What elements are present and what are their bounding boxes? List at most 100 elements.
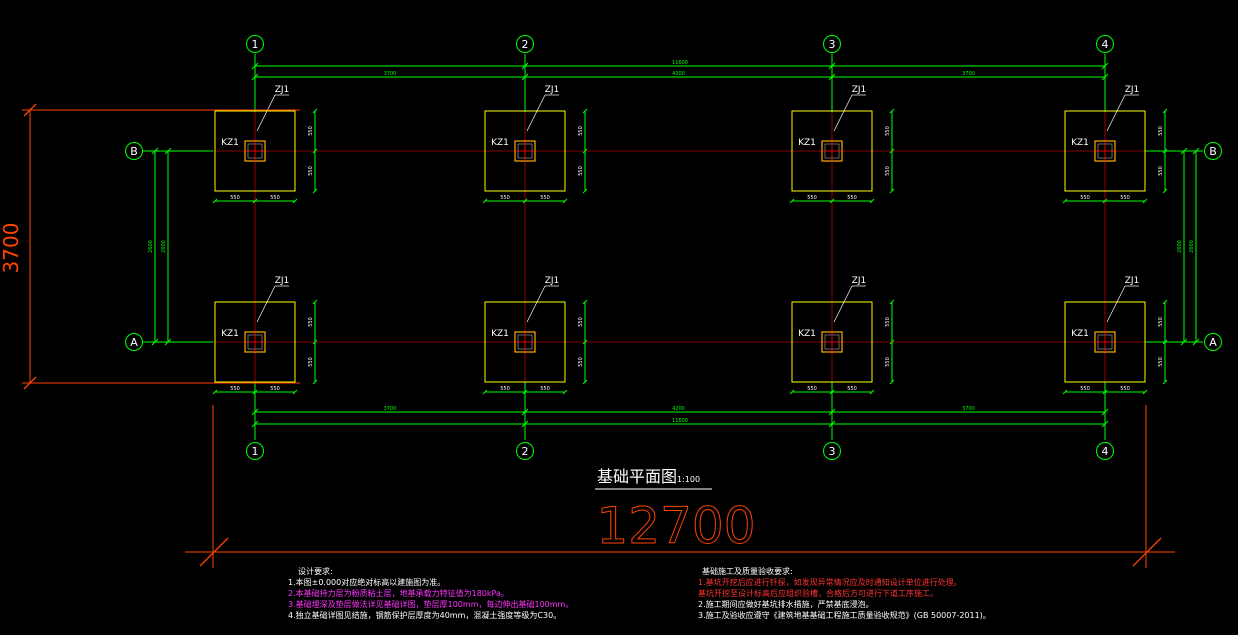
dimension-text-span: 3700 — [962, 406, 975, 412]
dimension-tick — [292, 198, 298, 204]
overall-tick — [23, 103, 37, 117]
dimension-tick — [1162, 188, 1168, 194]
footing-dimension-text: 550 — [1080, 195, 1090, 201]
footing-dimension-text: 550 — [885, 126, 891, 136]
dimension-text-span: 3700 — [384, 71, 397, 77]
column-label: KZ1 — [798, 329, 816, 339]
dimension-tick — [251, 408, 259, 416]
dimension-tick — [828, 73, 836, 81]
label-leader — [833, 94, 853, 132]
dimension-tick — [312, 299, 318, 305]
dimension-tick — [521, 73, 529, 81]
axis-bubble-label: B — [130, 145, 138, 158]
axis-bubble: 3 — [823, 442, 841, 460]
column-label: KZ1 — [221, 138, 239, 148]
notes-left-line: 2.本基础持力层为粉质粘土层，地基承载力特征值为180kPa。 — [288, 589, 509, 598]
footing-dimension-text: 550 — [807, 386, 817, 392]
column-label: KZ1 — [491, 138, 509, 148]
label-leader — [256, 94, 276, 132]
footing-dimension-text: 550 — [578, 166, 584, 176]
dimension-tick — [1062, 389, 1068, 395]
dimension-tick — [212, 389, 218, 395]
overall-tick — [199, 537, 229, 567]
dimension-tick — [889, 148, 895, 154]
dimension-tick — [1142, 198, 1148, 204]
dimension-tick — [1162, 299, 1168, 305]
dimension-tick — [869, 389, 875, 395]
dimension-tick — [828, 408, 836, 416]
axis-bubble-circle — [246, 442, 264, 460]
footing-dimension-text: 550 — [270, 386, 280, 392]
axis-bubble-label: 3 — [829, 445, 836, 458]
dimension-tick — [582, 108, 588, 114]
label-leader — [1106, 285, 1126, 323]
dimension-tick — [312, 148, 318, 154]
column-label: KZ1 — [798, 138, 816, 148]
drawing-title-block: 基础平面图 1:100 — [595, 467, 712, 490]
axis-bubble-label: 2 — [522, 38, 529, 51]
footing-outline — [1064, 110, 1146, 192]
axis-bubble-circle — [1096, 35, 1114, 53]
dimension-tick — [582, 188, 588, 194]
dimension-tick — [312, 339, 318, 345]
dimension-tick — [1101, 73, 1109, 81]
axis-bubble-label: 1 — [252, 38, 259, 51]
axis-bubble-label: 4 — [1102, 445, 1109, 458]
dimension-text-span: 3700 — [962, 71, 975, 77]
footing-dimension-text: 550 — [1080, 386, 1090, 392]
foundation-label: ZJ1 — [852, 85, 867, 95]
foundation-label: ZJ1 — [275, 85, 290, 95]
dimension-tick — [1162, 379, 1168, 385]
footing-outline — [1064, 301, 1146, 383]
axis-bubble-circle — [1096, 442, 1114, 460]
dimension-tick — [251, 73, 259, 81]
notes-left-line: 1.本图±0.000对应绝对标高以建施图为准。 — [288, 578, 446, 587]
dimension-text-bay: 2600 — [148, 240, 154, 253]
axis-bubble: B — [125, 142, 143, 160]
dimension-text-span: 4200 — [672, 406, 685, 412]
dimension-tick — [562, 389, 568, 395]
footing-outline — [214, 110, 296, 192]
column-label: KZ1 — [1071, 329, 1089, 339]
dimension-tick — [252, 198, 258, 204]
dimension-tick — [889, 188, 895, 194]
axis-bubble: 4 — [1096, 35, 1114, 53]
axis-bubble-circle — [516, 442, 534, 460]
dimension-tick — [582, 379, 588, 385]
axis-bubble-circle — [246, 35, 264, 53]
axis-bubble-circle — [823, 35, 841, 53]
dimension-tick — [1101, 420, 1109, 428]
label-leader — [526, 285, 546, 323]
label-leader — [833, 285, 853, 323]
dimension-text-bay: 2600 — [161, 240, 167, 253]
footing-outline — [214, 301, 296, 383]
axis-bubble: A — [1204, 333, 1222, 351]
axis-bubble: 2 — [516, 35, 534, 53]
dimension-tick — [1162, 339, 1168, 345]
dimension-tick — [251, 62, 259, 70]
footing-dimension-text: 550 — [885, 357, 891, 367]
dimension-tick — [1102, 198, 1108, 204]
axis-bubble-circle — [823, 442, 841, 460]
footing-outline — [791, 301, 873, 383]
footing-dimension-text: 550 — [1120, 195, 1130, 201]
footing-dimension-text: 550 — [1158, 357, 1164, 367]
footing-dimension-text: 550 — [500, 386, 510, 392]
footing-dimension-text: 550 — [885, 166, 891, 176]
column-label: KZ1 — [221, 329, 239, 339]
drawing-scale: 1:100 — [677, 475, 700, 484]
dimension-text-span: 3700 — [384, 406, 397, 412]
dimension-text-bay: 2600 — [1189, 240, 1195, 253]
axis-bubble-label: A — [130, 336, 138, 349]
construction-requirements: 基础施工及质量验收要求: 1.基坑开挖后应进行钎探，如发现异常情况应及时通知设计… — [698, 566, 991, 620]
dimension-tick — [292, 389, 298, 395]
dimension-tick — [828, 420, 836, 428]
